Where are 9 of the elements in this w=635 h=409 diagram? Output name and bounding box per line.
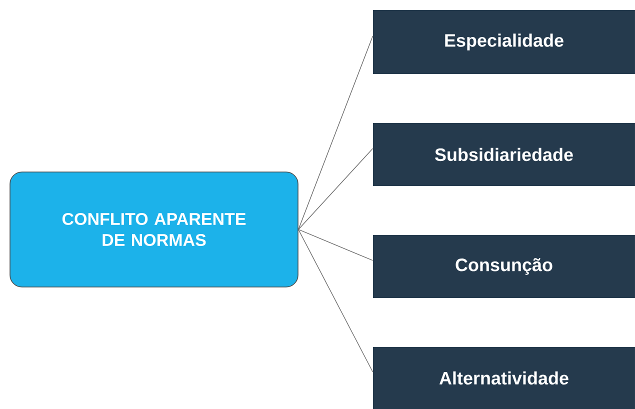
label-box: Consunção <box>373 234 635 298</box>
connector-line <box>298 229 374 261</box>
label-box: Alternatividade <box>373 346 635 409</box>
connector-line <box>298 229 374 372</box>
connector-line <box>298 36 374 230</box>
label-box: Especialidade <box>373 10 635 74</box>
label-box: Subsidiariedade <box>373 123 635 186</box>
rounded-box: CONFLITO APARENTE DE NORMAS <box>10 172 298 288</box>
connector-line <box>298 148 374 230</box>
